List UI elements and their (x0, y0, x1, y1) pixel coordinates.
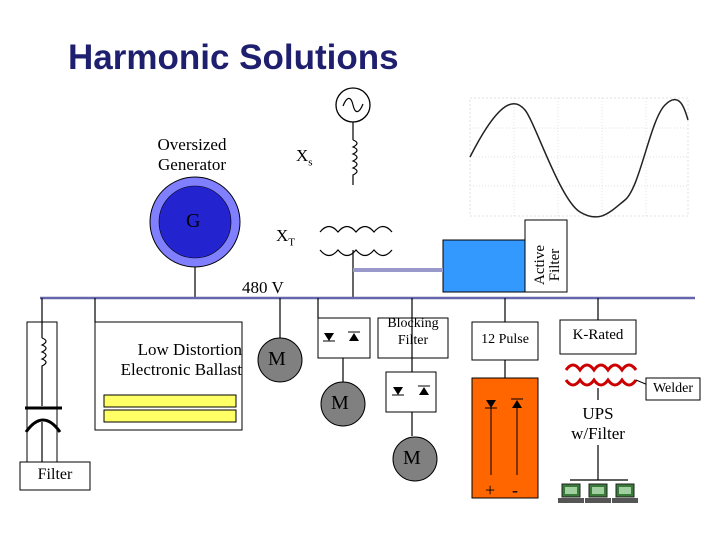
computer-icon (585, 483, 611, 503)
twelve-pulse-label: 12 Pulse (481, 332, 529, 347)
computer-icon (612, 483, 638, 503)
page-title: Harmonic Solutions (68, 38, 399, 77)
capacitor-icon (24, 406, 62, 466)
welder-label: Welder (652, 381, 694, 396)
drive-box-2 (385, 371, 437, 413)
diode-icon (323, 331, 360, 342)
blocking-filter-label: Blocking Filter (387, 316, 439, 348)
motor-3-label: M (403, 447, 421, 469)
generator-symbol-label: G (186, 210, 201, 232)
drive-box-1 (317, 317, 371, 359)
motor-1-label: M (268, 348, 286, 370)
active-filter-label-box (524, 219, 568, 293)
blocking-filter-box (377, 317, 449, 359)
ballast-tube (103, 394, 237, 408)
voltage-label: 480 V (242, 278, 284, 297)
harmonic-filter-branch (19, 298, 91, 491)
ups-label: UPS w/Filter (571, 404, 625, 443)
ballast-label: Low Distortion Electronic Ballast (120, 340, 242, 379)
motor-3 (392, 436, 438, 482)
xt-label: XT (276, 226, 296, 249)
generator-label: Oversized Generator (157, 135, 227, 174)
k-rated-transformer-icon (564, 363, 638, 387)
diode-icon (392, 385, 430, 396)
dc-minus-label: - (512, 480, 518, 500)
k-rated-box (559, 319, 637, 355)
motor-2 (320, 381, 366, 427)
sine-wave-icon (469, 97, 689, 218)
computer-icon (558, 483, 584, 503)
xs-label: Xs (296, 146, 313, 169)
motor-2-label: M (331, 392, 349, 414)
inductor-icon (351, 139, 358, 185)
ballast-branch (94, 298, 243, 431)
diode-icon (485, 398, 523, 475)
generator-symbol (149, 176, 241, 298)
ballast-tube (103, 409, 237, 423)
active-filter-box (442, 239, 526, 293)
motor-1 (257, 337, 303, 383)
dc-plus-label: + (485, 480, 496, 500)
rectifier-box (471, 377, 539, 499)
active-filter-label: Active Filter (532, 245, 563, 285)
ac-source-icon (335, 87, 371, 140)
k-rated-label: K-Rated (572, 327, 624, 343)
inductor-icon (40, 337, 47, 406)
welder-box (645, 377, 701, 401)
filter-label: Filter (37, 466, 73, 483)
transformer-icon (319, 225, 393, 298)
